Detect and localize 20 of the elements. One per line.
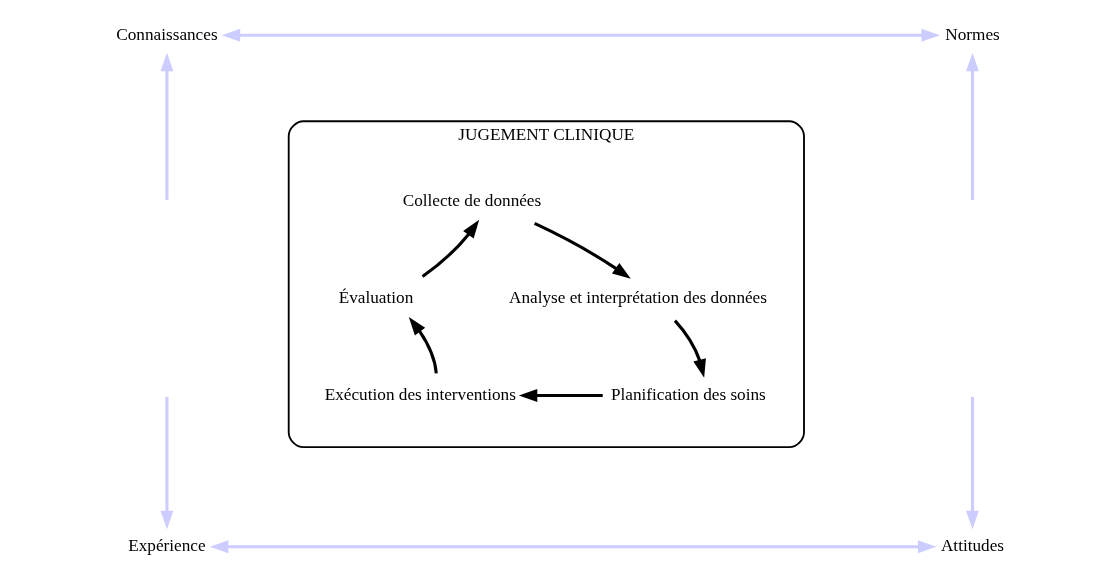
- node-text: Évaluation: [338, 287, 413, 307]
- node-text: Expérience: [127, 536, 206, 556]
- arrow: [673, 319, 706, 378]
- node-text: Analyse et interprétation des données: [508, 287, 767, 307]
- arrow: [209, 540, 936, 554]
- node-text: Connaissances: [115, 24, 218, 44]
- arrow: [965, 52, 979, 200]
- arrow: [533, 222, 631, 279]
- node-text: Attitudes: [940, 536, 1004, 556]
- node-text: Collecte de données: [402, 190, 541, 210]
- arrow: [408, 316, 438, 374]
- arrow: [160, 52, 173, 200]
- arrow: [965, 396, 979, 530]
- arrow: [221, 28, 940, 42]
- arrow: [518, 389, 603, 402]
- node-text: Planification des soins: [610, 385, 766, 405]
- arrow: [160, 396, 173, 530]
- node-text: Normes: [944, 24, 1000, 44]
- arrow: [421, 219, 479, 278]
- node-text: Exécution des interventions: [324, 385, 516, 405]
